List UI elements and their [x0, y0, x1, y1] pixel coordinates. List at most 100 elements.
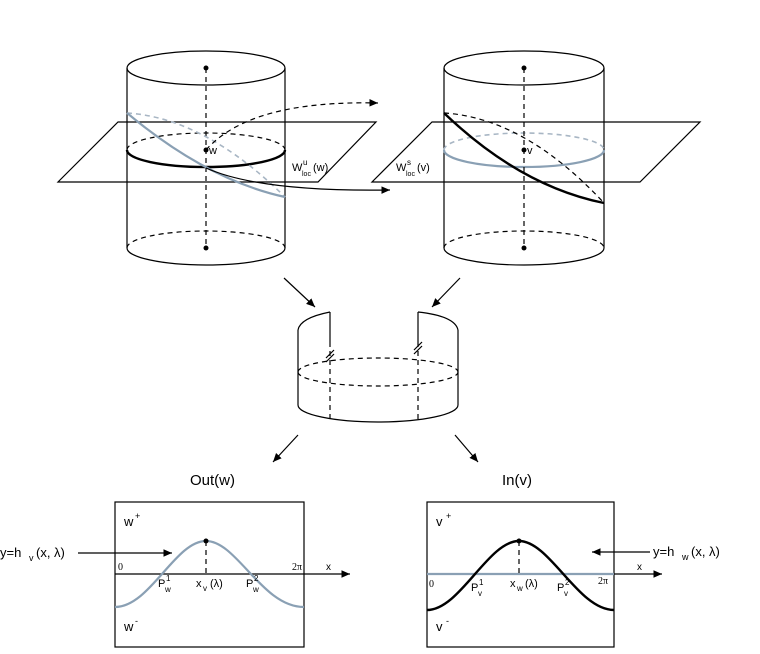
svg-text:x: x [196, 578, 202, 590]
out-x-label: x v (λ) [196, 578, 223, 593]
svg-text:v: v [436, 619, 443, 634]
right-black-front [443, 112, 605, 205]
in-top-region: v + [436, 511, 451, 529]
out-bottom-region: w - [123, 616, 138, 634]
ws-main: W [396, 162, 407, 174]
svg-text:P: P [471, 582, 478, 594]
out-title: Out(w) [190, 472, 235, 489]
svg-text:(λ): (λ) [210, 578, 223, 590]
top-dashed-arrow [205, 98, 379, 151]
band-top-right [417, 311, 459, 331]
out-panel: Out(w) w + w - 0 2π x P 1 w x v (λ) P 2 [0, 472, 350, 648]
svg-text:P: P [158, 578, 165, 590]
band-mid-back [297, 357, 459, 373]
out-zero: 0 [118, 562, 123, 573]
svg-text:w: w [123, 619, 134, 634]
svg-text:y=h: y=h [653, 544, 674, 559]
tick-left-1 [325, 349, 335, 359]
left-down-arrow [283, 277, 316, 308]
left-bottom-dot [203, 245, 209, 251]
right-plane [370, 121, 702, 183]
wu-arg: (w) [313, 162, 328, 174]
right-top-dot [521, 65, 527, 71]
svg-text:+: + [446, 511, 451, 521]
to-out-arrow [272, 434, 299, 463]
svg-text:2: 2 [254, 574, 259, 583]
right-center-dot [521, 147, 527, 153]
svg-text:w: w [164, 585, 171, 594]
right-black-back [443, 112, 605, 204]
svg-text:-: - [446, 616, 449, 626]
in-panel: In(v) v + v - 0 2π x P 1 v x w (λ) P 2 [426, 472, 720, 648]
wu-label: W u loc (w) [292, 158, 328, 178]
in-curve-label: y=h w (x, λ) [653, 544, 720, 562]
svg-text:y=h: y=h [0, 545, 21, 560]
wu-sub: loc [302, 171, 311, 178]
svg-text:P: P [557, 582, 564, 594]
tick-right-2 [413, 345, 423, 355]
out-p2-label: P 2 w [246, 574, 259, 594]
in-p2-label: P 2 v [557, 578, 570, 598]
in-two-pi: 2π [598, 576, 608, 587]
in-curve [426, 539, 615, 612]
in-x-label: x w (λ) [510, 578, 538, 593]
svg-text:+: + [135, 511, 140, 521]
in-title: In(v) [502, 472, 532, 489]
in-zero: 0 [429, 579, 434, 590]
out-p1-label: P 1 w [158, 574, 171, 594]
svg-text:x: x [510, 578, 516, 590]
svg-text:1: 1 [479, 578, 484, 587]
wu-main: W [292, 162, 303, 174]
right-cylinder: v W s loc (v) [370, 50, 702, 266]
tick-left-2 [325, 353, 335, 363]
svg-text:v: v [436, 514, 443, 529]
svg-text:v: v [203, 584, 207, 593]
band-top-left [297, 311, 331, 331]
svg-text:w: w [123, 514, 134, 529]
svg-text:v: v [564, 589, 568, 598]
left-gray-back [126, 112, 286, 198]
svg-text:2: 2 [565, 578, 570, 587]
svg-text:(x, λ): (x, λ) [36, 545, 65, 560]
ws-sub: loc [406, 171, 415, 178]
svg-text:v: v [478, 589, 482, 598]
out-top-region: w + [123, 511, 140, 529]
tick-right-1 [413, 341, 423, 351]
right-down-arrow [431, 277, 461, 308]
v-point-label: v [527, 145, 533, 157]
left-top-dot [203, 65, 209, 71]
svg-text:1: 1 [166, 574, 171, 583]
band-bottom-front [297, 404, 459, 423]
out-curve-label: y=h v (x, λ) [0, 545, 65, 563]
svg-text:-: - [135, 616, 138, 626]
svg-text:w: w [516, 584, 523, 593]
svg-text:(λ): (λ) [525, 578, 538, 590]
out-peak-dot [203, 538, 209, 544]
in-peak-dot [516, 538, 522, 544]
left-plane [56, 121, 378, 183]
left-bottom-front [126, 247, 286, 266]
in-bottom-region: v - [436, 616, 449, 634]
out-axis-label: x [326, 562, 331, 573]
cut-band [297, 311, 459, 423]
ws-arg: (v) [417, 162, 430, 174]
left-gray-front [126, 112, 286, 199]
svg-text:w: w [252, 585, 259, 594]
ws-sup: s [407, 158, 411, 167]
svg-text:(x, λ): (x, λ) [691, 544, 720, 559]
wu-sup: u [303, 158, 307, 167]
w-point-label: w [208, 145, 217, 157]
to-in-arrow [454, 434, 479, 463]
ws-label: W s loc (v) [396, 158, 430, 178]
right-bottom-dot [521, 245, 527, 251]
svg-text:v: v [29, 553, 34, 563]
right-bottom-front [443, 247, 605, 266]
svg-text:w: w [681, 552, 689, 562]
band-mid-front [297, 371, 459, 387]
svg-text:P: P [246, 578, 253, 590]
in-p1-label: P 1 v [471, 578, 484, 598]
bottom-solid-arrow [205, 167, 391, 194]
in-axis-label: x [637, 562, 642, 573]
